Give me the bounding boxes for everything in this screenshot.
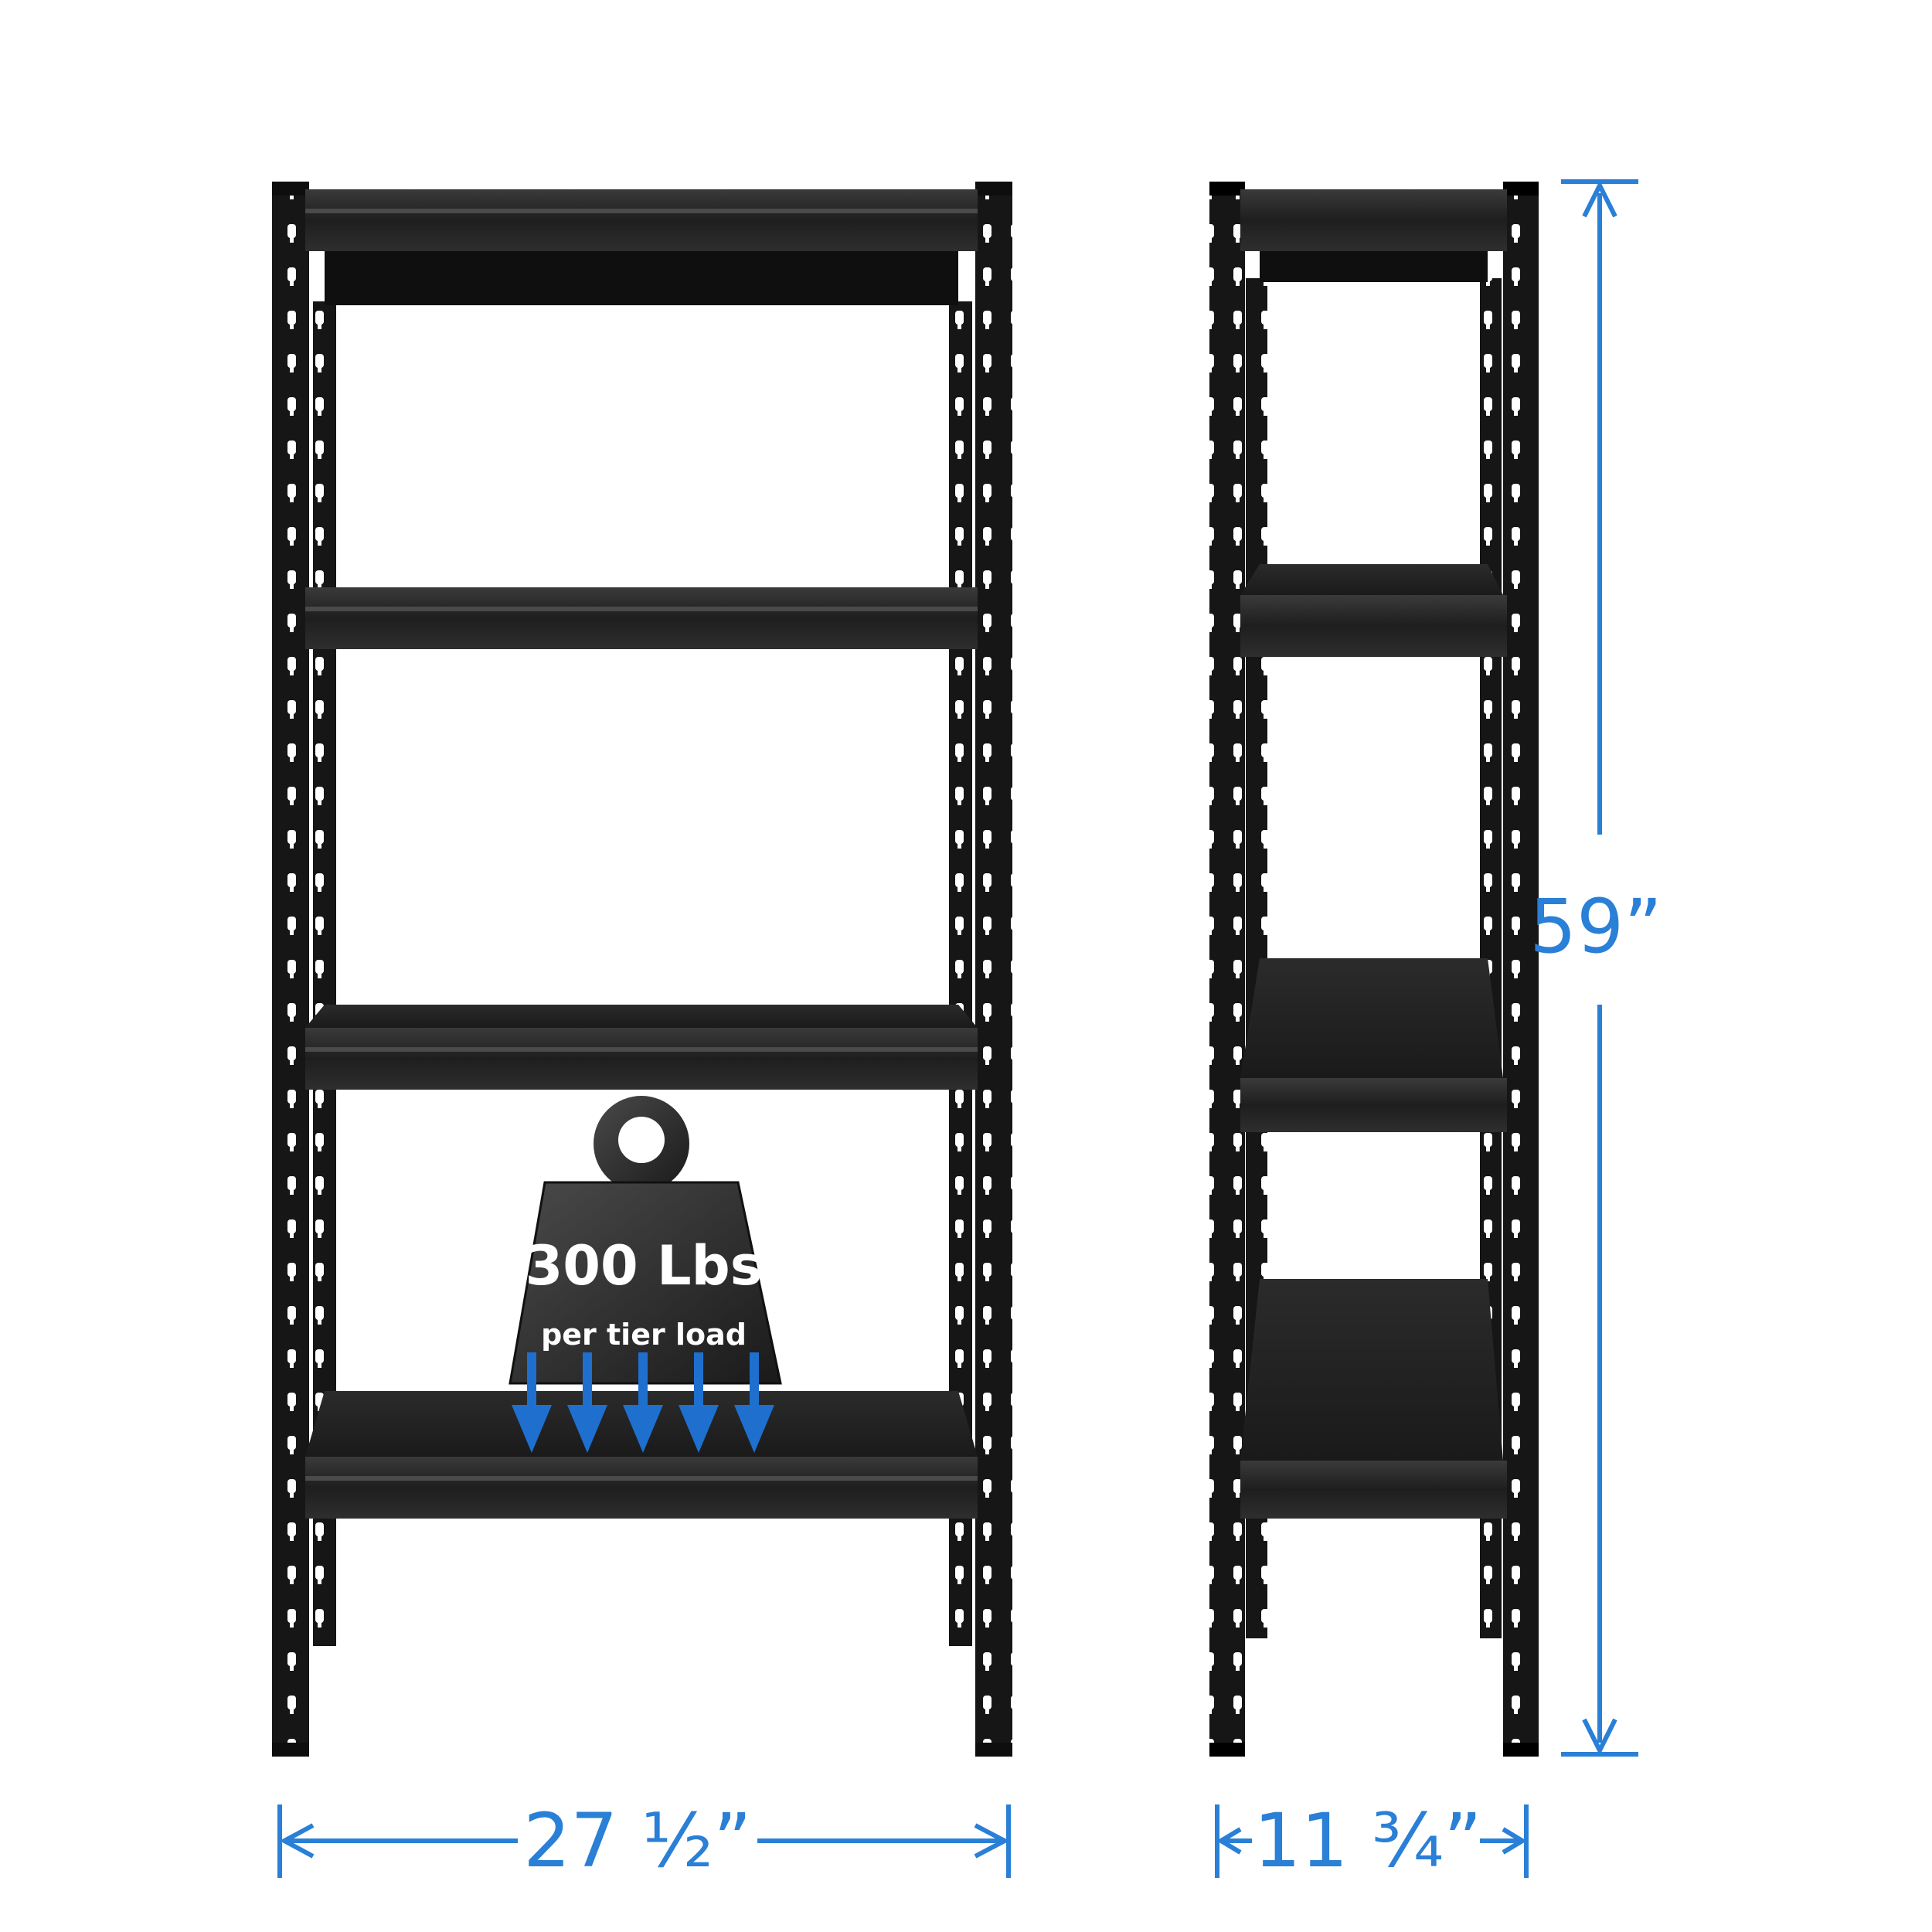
weight-icon — [509, 1096, 782, 1385]
depth-label: 11 ¾” — [1253, 1798, 1481, 1884]
side-rear-upright — [1503, 182, 1539, 1754]
down-arrow-icon — [512, 1352, 774, 1453]
front-shelf-tier-1 — [305, 189, 978, 305]
front-shelf-tier-2 — [305, 587, 978, 649]
height-dimension — [1561, 179, 1638, 1757]
side-shelf-tier-1 — [1240, 189, 1507, 282]
front-right-upright — [975, 182, 1012, 1754]
front-left-upright — [272, 182, 309, 1754]
width-dimension — [277, 1804, 1011, 1878]
side-front-upright — [1209, 182, 1245, 1754]
load-weight-label: 300 Lbs — [526, 1234, 763, 1298]
front-shelf-tier-3 — [305, 1005, 978, 1090]
width-label: 27 ½” — [523, 1798, 751, 1884]
depth-dimension — [1215, 1804, 1529, 1878]
side-shelf-tier-4 — [1240, 1279, 1507, 1519]
side-shelf-tier-3 — [1240, 958, 1507, 1132]
height-label: 59” — [1529, 883, 1662, 970]
front-view-shelf — [272, 182, 1012, 1757]
side-shelf-tier-2 — [1240, 564, 1507, 657]
load-caption-label: per tier load — [541, 1318, 747, 1352]
side-view-shelf — [1209, 182, 1539, 1757]
